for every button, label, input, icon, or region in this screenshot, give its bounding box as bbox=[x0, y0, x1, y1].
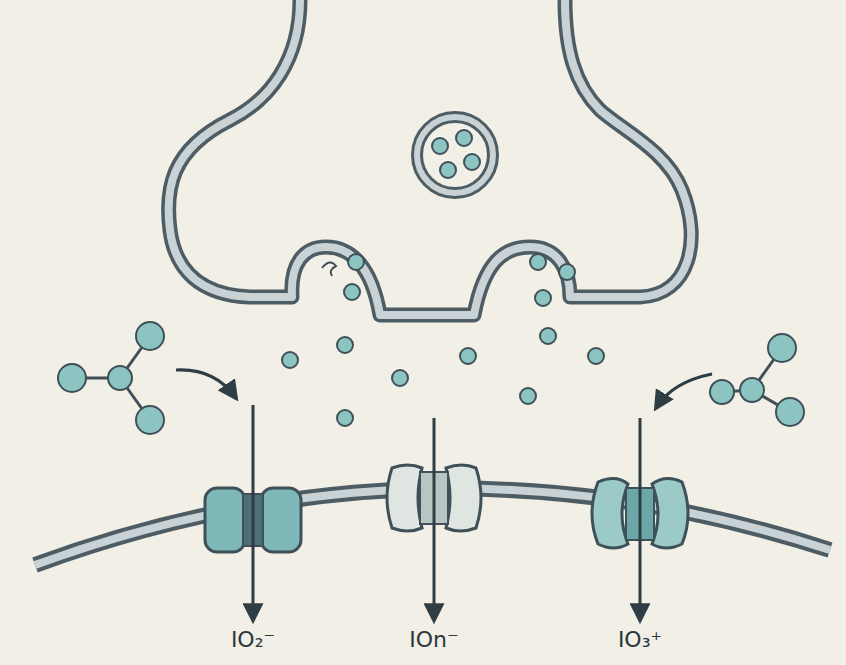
synaptic-vesicle bbox=[417, 117, 493, 193]
ligand-molecule bbox=[58, 322, 164, 434]
ion-label: IOn⁻ bbox=[409, 628, 458, 652]
ligand-molecule bbox=[710, 334, 804, 426]
ion-label: IO₂⁻ bbox=[231, 628, 275, 652]
neurotransmitters bbox=[282, 254, 604, 426]
ion-label: IO₃⁺ bbox=[618, 628, 662, 652]
binding-arrow bbox=[176, 370, 712, 408]
presynaptic-terminal bbox=[169, 0, 692, 315]
ion-flow-arrow bbox=[253, 405, 640, 620]
